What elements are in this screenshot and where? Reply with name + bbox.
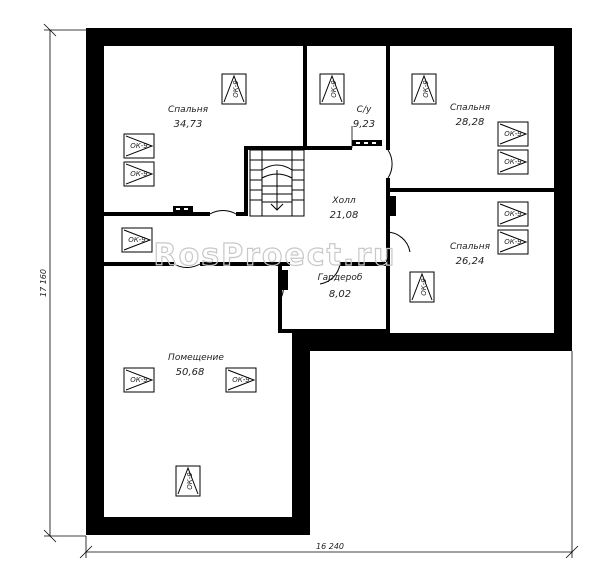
skylight-icon: ОК-9 (409, 271, 435, 303)
room-area-hall: 21,08 (330, 210, 359, 221)
room-name-utility: Помещение (168, 353, 224, 363)
skylight-label: ОК-9 (504, 130, 522, 138)
skylight-label: ОК-9 (504, 210, 522, 218)
skylight-label: ОК-9 (422, 80, 430, 98)
radiator-inner (176, 142, 376, 210)
skylight-label: ОК-9 (232, 80, 240, 98)
room-name-bedroom-3: Спальня (450, 242, 491, 252)
outer-walls (86, 28, 572, 535)
skylight-icon: ОК-9 (123, 133, 155, 159)
skylight-label: ОК-9 (186, 472, 194, 490)
staircase (249, 149, 305, 217)
skylight-icon: ОК-9 (497, 201, 529, 227)
room-area-bedroom-2: 28,28 (456, 117, 485, 128)
watermark: RosProect.ru (154, 238, 397, 273)
skylight-icon: ОК-9 (175, 465, 201, 497)
skylight-label: ОК-9 (128, 236, 146, 244)
room-area-bathroom: 9,23 (353, 119, 375, 130)
room-area-bedroom-1: 34,73 (174, 119, 203, 130)
skylight-label: ОК-9 (420, 278, 428, 296)
skylight-icon: ОК-9 (497, 149, 529, 175)
dimension-width: 16 240 (316, 542, 344, 551)
skylight-label: ОК-9 (330, 80, 338, 98)
room-labels: Спальня 34,73 С/у 9,23 Спальня 28,28 Хол… (168, 103, 491, 378)
room-area-bedroom-3: 26,24 (456, 256, 485, 267)
skylight-icon: ОК-9 (123, 161, 155, 187)
room-name-wardrobe: Гардероб (318, 273, 363, 283)
skylight-label: ОК-9 (130, 142, 148, 150)
skylight-icon: ОК-9 (121, 227, 153, 253)
skylight-icon: ОК-9 (319, 73, 345, 105)
doors (173, 126, 411, 301)
room-area-wardrobe: 8,02 (329, 289, 351, 300)
skylight-label: ОК-9 (130, 170, 148, 178)
skylight-icon: ОК-9 (497, 121, 529, 147)
dimension-height: 17 160 (39, 269, 48, 297)
skylight-icon: ОК-9 (225, 367, 257, 393)
room-name-bathroom: С/у (357, 105, 372, 115)
skylight-label: ОК-9 (232, 376, 250, 384)
skylight-icon: ОК-9 (221, 73, 247, 105)
skylight-icon: ОК-9 (497, 229, 529, 255)
skylight-icon: ОК-9 (411, 73, 437, 105)
skylight-label: ОК-9 (130, 376, 148, 384)
room-name-bedroom-1: Спальня (168, 105, 209, 115)
skylight-label: ОК-9 (504, 238, 522, 246)
skylight-label: ОК-9 (504, 158, 522, 166)
skylight-icon: ОК-9 (123, 367, 155, 393)
dimension-lines (43, 23, 579, 559)
room-name-hall: Холл (331, 196, 355, 206)
room-name-bedroom-2: Спальня (450, 103, 491, 113)
room-area-utility: 50,68 (176, 367, 205, 378)
